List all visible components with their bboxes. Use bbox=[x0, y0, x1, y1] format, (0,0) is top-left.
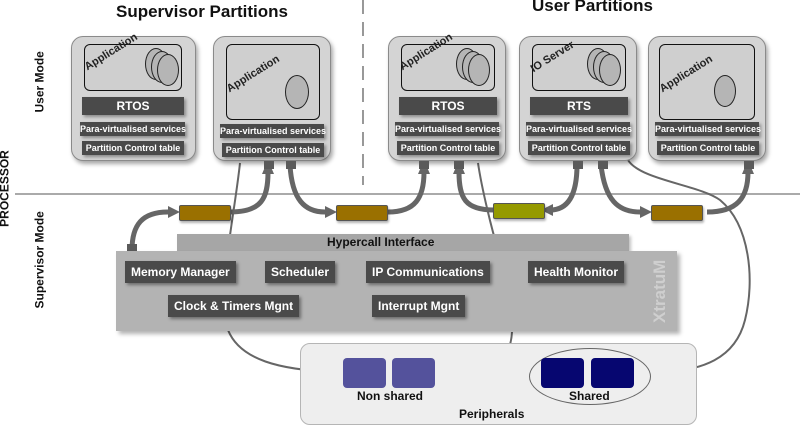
os-bar: RTS bbox=[530, 97, 628, 115]
port bbox=[264, 161, 274, 169]
xtratum-hypervisor: Memory Manager Scheduler IP Communicatio… bbox=[116, 251, 677, 331]
processor-label: PROCESSOR bbox=[0, 150, 12, 227]
supervisor-mode-text: Supervisor Mode bbox=[32, 211, 47, 309]
channel-3[interactable] bbox=[493, 203, 545, 219]
health-monitor-module[interactable]: Health Monitor bbox=[528, 261, 624, 283]
para-virtualised-services: Para-virtualised services bbox=[655, 122, 762, 136]
channel-arrow-1b bbox=[229, 171, 271, 215]
application-label: Application bbox=[397, 31, 455, 73]
channel-arrow-4b bbox=[706, 171, 751, 215]
partition-3[interactable]: Application RTOS Para-virtualised servic… bbox=[388, 31, 506, 169]
arrowhead bbox=[168, 206, 180, 218]
partition-2[interactable]: Application Para-virtualised services Pa… bbox=[213, 36, 331, 169]
shared-device[interactable] bbox=[591, 358, 634, 388]
channel-1[interactable] bbox=[179, 205, 231, 221]
partition-1[interactable]: Application RTOS Para-virtualised servic… bbox=[71, 31, 196, 161]
channel-4[interactable] bbox=[651, 205, 703, 221]
application-label: Application bbox=[82, 31, 140, 73]
task-disk bbox=[599, 54, 621, 86]
partition-control-table: Partition Control table bbox=[528, 141, 630, 155]
partition-5[interactable]: Application Para-virtualised services Pa… bbox=[648, 36, 766, 169]
shared-label: Shared bbox=[569, 389, 610, 403]
shared-group-ellipse bbox=[529, 348, 651, 405]
port bbox=[127, 244, 137, 252]
memory-manager-module[interactable]: Memory Manager bbox=[125, 261, 236, 283]
port bbox=[744, 161, 754, 169]
user-mode-label: User Mode bbox=[32, 51, 47, 113]
shared-device[interactable] bbox=[541, 358, 584, 388]
application-box: Application bbox=[83, 31, 182, 91]
os-bar: RTOS bbox=[399, 97, 497, 115]
partition-control-table: Partition Control table bbox=[397, 141, 499, 155]
interrupt-module[interactable]: Interrupt Mgnt bbox=[372, 295, 466, 317]
ip-communications-module[interactable]: IP Communications bbox=[366, 261, 490, 283]
partition-control-table: Partition Control table bbox=[657, 141, 759, 155]
arrowhead bbox=[640, 206, 652, 218]
para-virtualised-services: Para-virtualised services bbox=[395, 122, 502, 136]
task-disk bbox=[157, 54, 179, 86]
channel-arrow-4a bbox=[598, 164, 641, 215]
task-disk bbox=[468, 54, 490, 86]
channel-arrow-2b bbox=[387, 171, 427, 215]
channel-arrow-1a bbox=[129, 209, 169, 251]
clock-timers-module[interactable]: Clock & Timers Mgnt bbox=[168, 295, 300, 317]
para-virtualised-services: Para-virtualised services bbox=[80, 122, 187, 136]
application-label: Application bbox=[224, 53, 282, 95]
port bbox=[454, 161, 464, 169]
arrowhead bbox=[325, 206, 337, 218]
io-server-box: IO Server bbox=[529, 39, 626, 91]
port bbox=[286, 161, 296, 169]
io-server-label: IO Server bbox=[528, 38, 577, 75]
port bbox=[598, 161, 608, 169]
channel-arrow-3b bbox=[456, 171, 495, 213]
application-box: Application bbox=[398, 31, 495, 91]
port bbox=[573, 161, 583, 169]
application-box: Application bbox=[657, 44, 755, 120]
route-line-3 bbox=[627, 159, 751, 377]
peripherals-panel: Non shared Shared Peripherals bbox=[300, 343, 697, 425]
xtratum-label: XtratuM bbox=[650, 259, 669, 323]
arrowhead bbox=[541, 204, 553, 216]
os-bar: RTOS bbox=[82, 97, 184, 115]
non-shared-device[interactable] bbox=[392, 358, 435, 388]
application-label: Application bbox=[657, 53, 715, 95]
hypercall-interface: Hypercall Interface bbox=[177, 234, 629, 251]
partition-control-table: Partition Control table bbox=[82, 141, 184, 155]
non-shared-device[interactable] bbox=[343, 358, 386, 388]
non-shared-label: Non shared bbox=[357, 389, 424, 403]
partition-4[interactable]: IO Server RTS Para-virtualised services … bbox=[519, 36, 637, 169]
hypercall-interface-label: Hypercall Interface bbox=[327, 235, 435, 249]
channel-arrow-3a bbox=[549, 164, 580, 213]
para-virtualised-services: Para-virtualised services bbox=[526, 122, 633, 136]
task-disk bbox=[285, 75, 309, 109]
supervisor-mode-label: Supervisor Mode bbox=[33, 211, 47, 308]
peripherals-title: Peripherals bbox=[459, 407, 525, 421]
partition-control-table: Partition Control table bbox=[222, 143, 324, 157]
para-virtualised-services: Para-virtualised services bbox=[220, 124, 327, 138]
supervisor-partitions-heading: Supervisor Partitions bbox=[116, 2, 288, 21]
application-box: Application bbox=[224, 44, 320, 120]
port bbox=[419, 161, 429, 169]
task-disk bbox=[714, 75, 736, 107]
user-partitions-heading: User Partitions bbox=[532, 0, 653, 15]
channel-arrow-2a bbox=[287, 164, 326, 215]
channel-2[interactable] bbox=[336, 205, 388, 221]
scheduler-module[interactable]: Scheduler bbox=[265, 261, 336, 283]
user-mode-text: User Mode bbox=[32, 51, 47, 113]
